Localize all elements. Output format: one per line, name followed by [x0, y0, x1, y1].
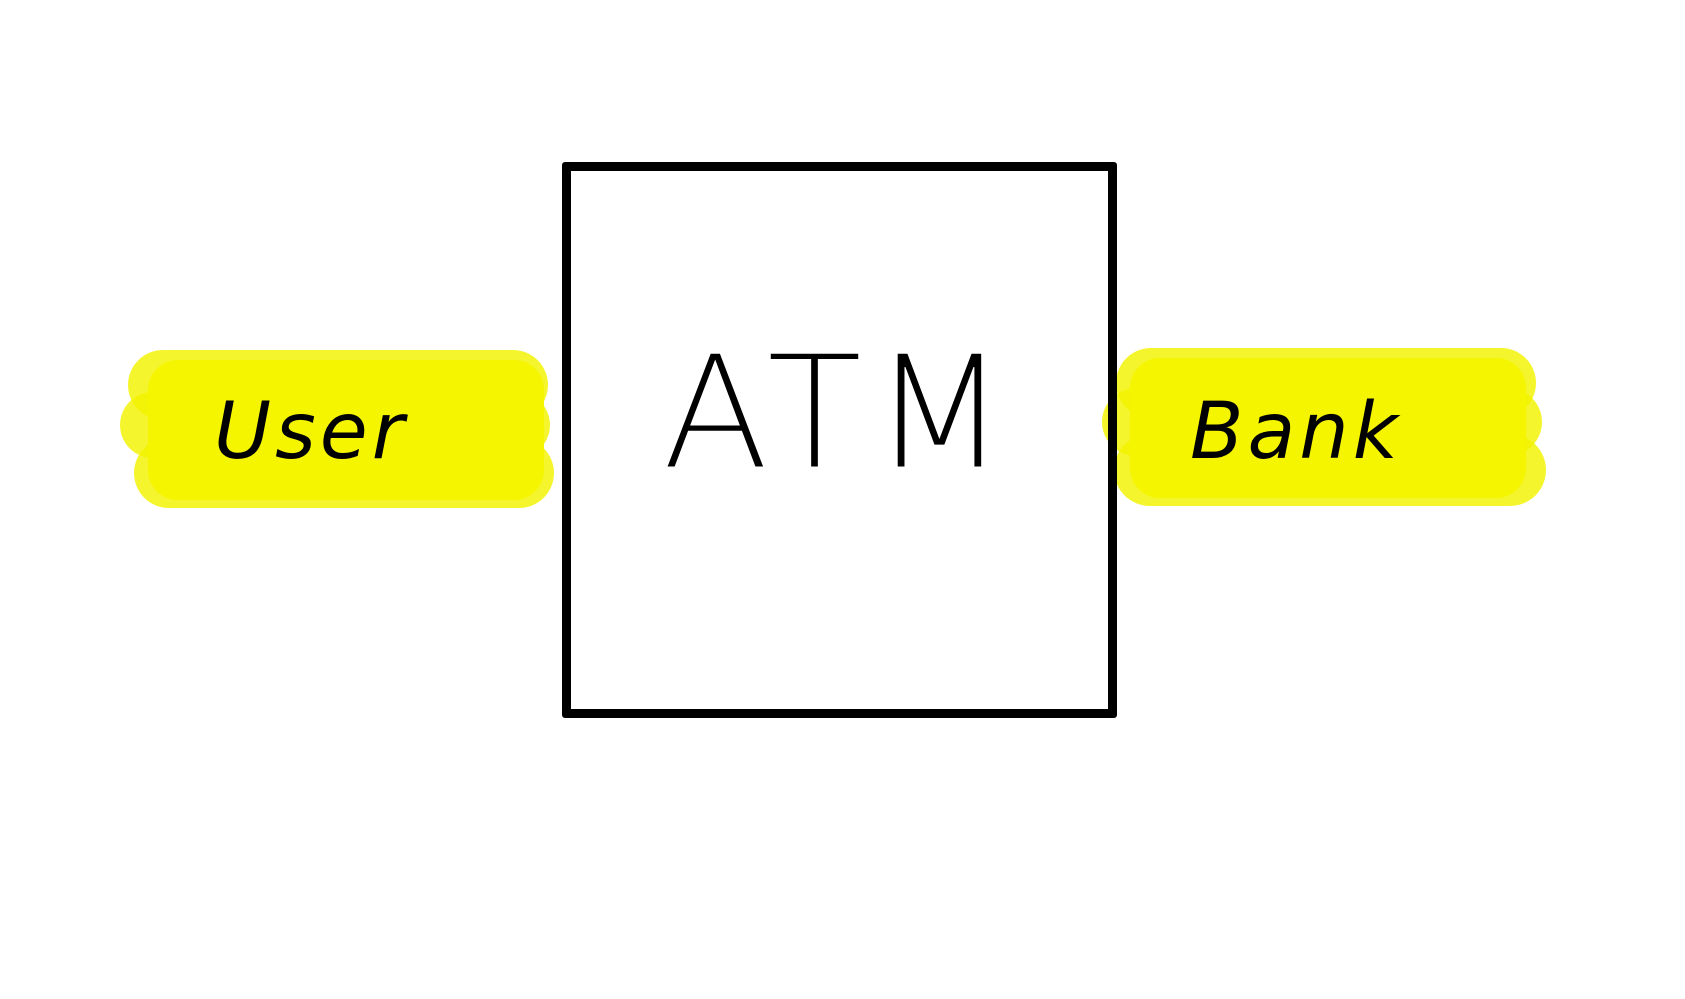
user-label: User: [214, 387, 408, 477]
atm-box: [562, 162, 1117, 718]
atm-label: ATM: [662, 322, 1017, 504]
bank-label: Bank: [1190, 387, 1402, 477]
bank-highlight-icon: [1102, 344, 1548, 516]
user-highlight-icon: [120, 346, 560, 518]
